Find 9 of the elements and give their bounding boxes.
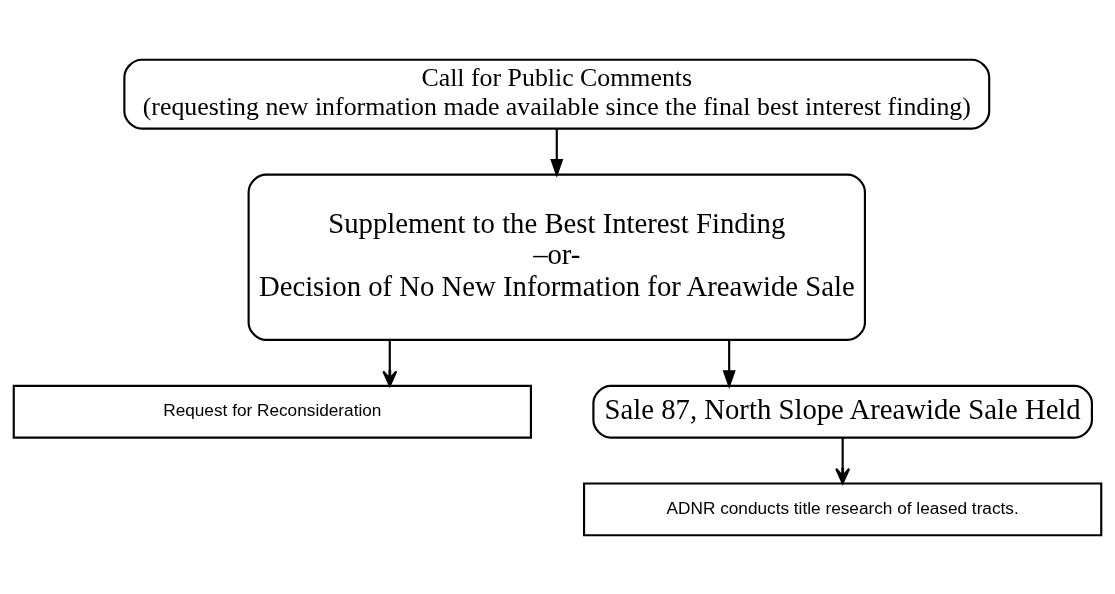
node-box: Call for Public Comments (requesting new information made available since the final best interest finding): [123, 58, 991, 130]
node-box: Supplement to the Best Interest Finding –or- Decision of No New Information for Areawide Sale: [247, 173, 866, 341]
node-box: ADNR conducts title research of leased tracts.: [583, 481, 1103, 536]
arrow: [550, 128, 564, 178]
node-box: Request for Reconsideration: [12, 384, 532, 439]
arrow: [382, 339, 398, 387]
arrow: [722, 339, 736, 389]
arrow: [835, 437, 851, 484]
node-box: Sale 87, North Slope Areawide Sale Held: [592, 384, 1093, 439]
